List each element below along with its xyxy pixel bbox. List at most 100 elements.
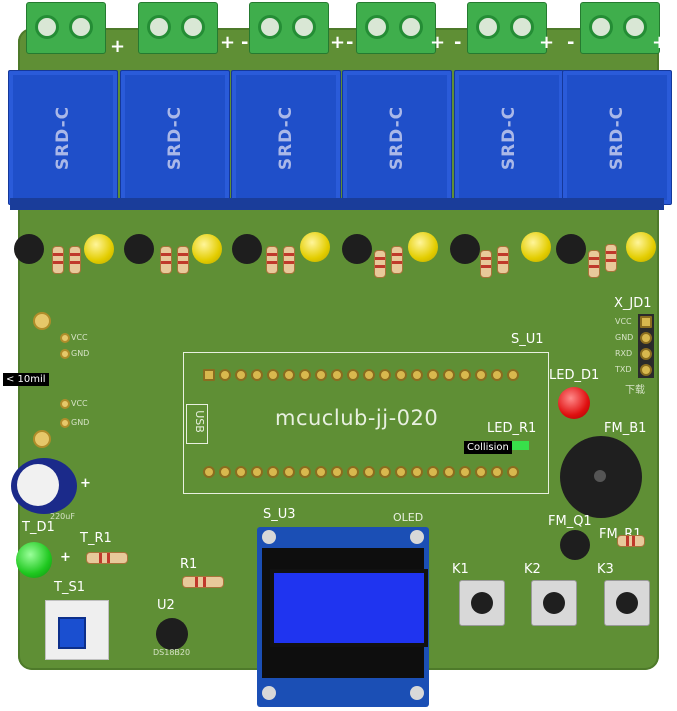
usb-label: USB: [192, 410, 206, 433]
header-pin: [443, 369, 455, 381]
yellow-led[interactable]: [192, 234, 222, 264]
header-pin: [491, 369, 503, 381]
header-pin: [411, 466, 423, 478]
resistor[interactable]: [283, 246, 295, 274]
header-pin: [427, 369, 439, 381]
header-pin: [459, 466, 471, 478]
header-pin: [331, 369, 343, 381]
relay-6[interactable]: SRD-C: [562, 70, 672, 205]
pad: [33, 312, 51, 330]
header-pin: [379, 369, 391, 381]
screw-terminal-1: [26, 2, 106, 54]
terminal-screw: [589, 15, 613, 39]
header-pin: [267, 369, 279, 381]
polarity-plus: +: [652, 32, 668, 53]
fm-q1-label: FM_Q1: [548, 514, 592, 529]
screw-terminal-2: [138, 2, 218, 54]
relay-3[interactable]: SRD-C: [231, 70, 341, 205]
header-pin: [331, 466, 343, 478]
transistor[interactable]: [342, 234, 372, 264]
pin-label: GND: [71, 349, 90, 358]
relay-2[interactable]: SRD-C: [120, 70, 230, 205]
screw-terminal-3: [249, 2, 329, 54]
yellow-led[interactable]: [626, 232, 656, 262]
transistor[interactable]: [556, 234, 586, 264]
transistor[interactable]: [232, 234, 262, 264]
fm-b1-label: FM_B1: [604, 421, 647, 436]
resistor[interactable]: [86, 552, 128, 564]
resistor[interactable]: [266, 246, 278, 274]
electrolytic-capacitor[interactable]: [11, 458, 77, 514]
header-pin: [427, 466, 439, 478]
measure-tag: < 10mil: [3, 373, 49, 386]
resistor[interactable]: [374, 250, 386, 278]
relay-label: SRD-C: [164, 105, 185, 170]
polarity-minus: -: [241, 32, 249, 53]
pad: [60, 349, 70, 359]
buzzer[interactable]: [560, 436, 642, 518]
terminal-screw: [623, 15, 647, 39]
led-d1-label: LED_D1: [549, 368, 600, 383]
resistor[interactable]: [160, 246, 172, 274]
relay-1[interactable]: SRD-C: [8, 70, 118, 205]
u2-label: U2: [157, 598, 175, 613]
pad: [60, 418, 70, 428]
header-pin: [299, 466, 311, 478]
header-pin: [347, 369, 359, 381]
yellow-led[interactable]: [84, 234, 114, 264]
mcu-module-outline[interactable]: [183, 352, 549, 494]
resistor[interactable]: [605, 244, 617, 272]
oled-screen[interactable]: [270, 569, 428, 647]
pin-label: GND: [615, 333, 634, 342]
relay-5[interactable]: SRD-C: [454, 70, 564, 205]
relay-label: SRD-C: [498, 105, 519, 170]
red-led[interactable]: [558, 387, 590, 419]
resistor[interactable]: [497, 246, 509, 274]
key-k1-button[interactable]: [459, 580, 505, 626]
resistor[interactable]: [52, 246, 64, 274]
cap-value: 220uF: [50, 512, 75, 521]
mount-hole: [262, 530, 276, 544]
header-pin: [283, 466, 295, 478]
header-pin: [299, 369, 311, 381]
resistor[interactable]: [617, 535, 645, 547]
relay-base-shadow: [10, 198, 664, 210]
t-s1-label: T_S1: [54, 580, 85, 595]
pin-label: RXD: [615, 349, 633, 358]
transistor[interactable]: [450, 234, 480, 264]
polarity-plus: +: [539, 32, 555, 53]
relay-4[interactable]: SRD-C: [342, 70, 452, 205]
relay-label: SRD-C: [52, 105, 73, 170]
header-pin: [640, 348, 652, 360]
power-switch[interactable]: [45, 600, 109, 660]
transistor[interactable]: [560, 530, 590, 560]
download-header[interactable]: [638, 314, 654, 378]
terminal-screw: [365, 15, 389, 39]
resistor[interactable]: [182, 576, 224, 588]
s-u3-label: S_U3: [263, 507, 296, 522]
transistor[interactable]: [124, 234, 154, 264]
transistor[interactable]: [14, 234, 44, 264]
pin-label: TXD: [615, 365, 632, 374]
yellow-led[interactable]: [521, 232, 551, 262]
resistor[interactable]: [480, 250, 492, 278]
resistor[interactable]: [69, 246, 81, 274]
header-pin: [475, 466, 487, 478]
key-k2-button[interactable]: [531, 580, 577, 626]
temperature-sensor[interactable]: [156, 618, 188, 650]
green-led[interactable]: [16, 542, 52, 578]
yellow-led[interactable]: [408, 232, 438, 262]
header-pin: [459, 369, 471, 381]
header-pin: [491, 466, 503, 478]
polarity-plus: +: [430, 32, 446, 53]
resistor[interactable]: [177, 246, 189, 274]
key-k3-button[interactable]: [604, 580, 650, 626]
resistor[interactable]: [588, 250, 600, 278]
yellow-led[interactable]: [300, 232, 330, 262]
header-pin: [411, 369, 423, 381]
resistor[interactable]: [391, 246, 403, 274]
polarity-plus: +: [330, 32, 346, 53]
header-pin: [219, 369, 231, 381]
switch-knob[interactable]: [58, 617, 86, 649]
